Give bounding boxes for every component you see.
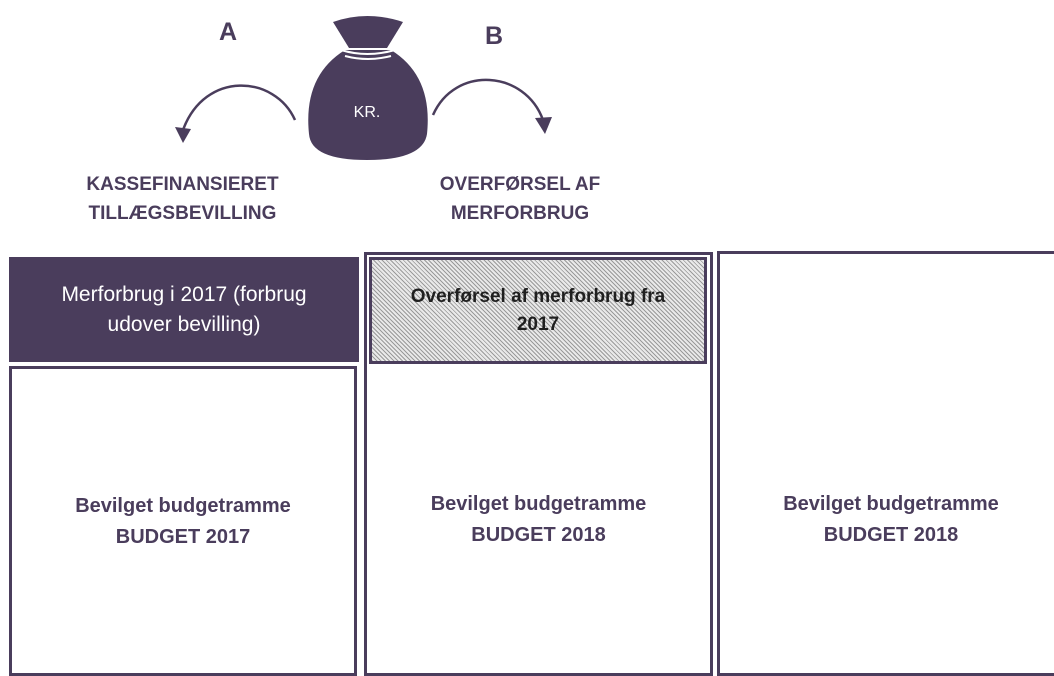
- budget-2017-text: Bevilget budgetramme BUDGET 2017: [9, 491, 357, 553]
- label-a: A: [218, 18, 238, 46]
- overspend-2017-box: Merforbrug i 2017 (forbrug udover bevill…: [9, 257, 359, 362]
- money-bag-icon: [308, 16, 428, 160]
- budget-2017-column: [9, 366, 357, 676]
- budget-2018-b-line-2: BUDGET 2018: [471, 524, 606, 546]
- caption-right-line-2: MERFORBRUG: [450, 203, 590, 224]
- budget-2017-line-2: BUDGET 2017: [115, 526, 251, 548]
- budget-2018-a-line-1: Bevilget budgetramme: [783, 493, 999, 515]
- budget-2018-text-a: Bevilget budgetramme BUDGET 2018: [717, 489, 1054, 551]
- budget-2018-a-line-2: BUDGET 2018: [823, 524, 959, 546]
- caption-right-line-1: OVERFØRSEL AF: [439, 174, 601, 195]
- caption-left: KASSEFINANSIERET TILLÆGSBEVILLING: [50, 170, 315, 228]
- arrow-a-icon: [175, 84, 297, 143]
- caption-left-line-1: KASSEFINANSIERET: [86, 174, 279, 195]
- transfer-overspend-line-1: Overførsel af merforbrug fra: [410, 285, 666, 307]
- transfer-overspend-box: Overførsel af merforbrug fra 2017: [369, 257, 707, 364]
- budget-2018-column-a: [717, 251, 1054, 676]
- budget-2018-text-b: Bevilget budgetramme BUDGET 2018: [364, 489, 713, 551]
- transfer-overspend-line-2: 2017: [516, 313, 560, 335]
- caption-left-line-2: TILLÆGSBEVILLING: [88, 203, 277, 224]
- label-b: B: [484, 22, 504, 50]
- arrow-b-icon: [431, 78, 552, 134]
- caption-right: OVERFØRSEL AF MERFORBRUG: [405, 170, 635, 228]
- budget-2018-b-line-1: Bevilget budgetramme: [430, 493, 647, 515]
- bag-label: KR.: [353, 104, 381, 121]
- budget-2017-line-1: Bevilget budgetramme: [75, 495, 291, 517]
- overspend-2017-line-1: Merforbrug i 2017 (forbrug: [61, 282, 307, 306]
- overspend-2017-line-2: udover bevilling): [107, 312, 261, 336]
